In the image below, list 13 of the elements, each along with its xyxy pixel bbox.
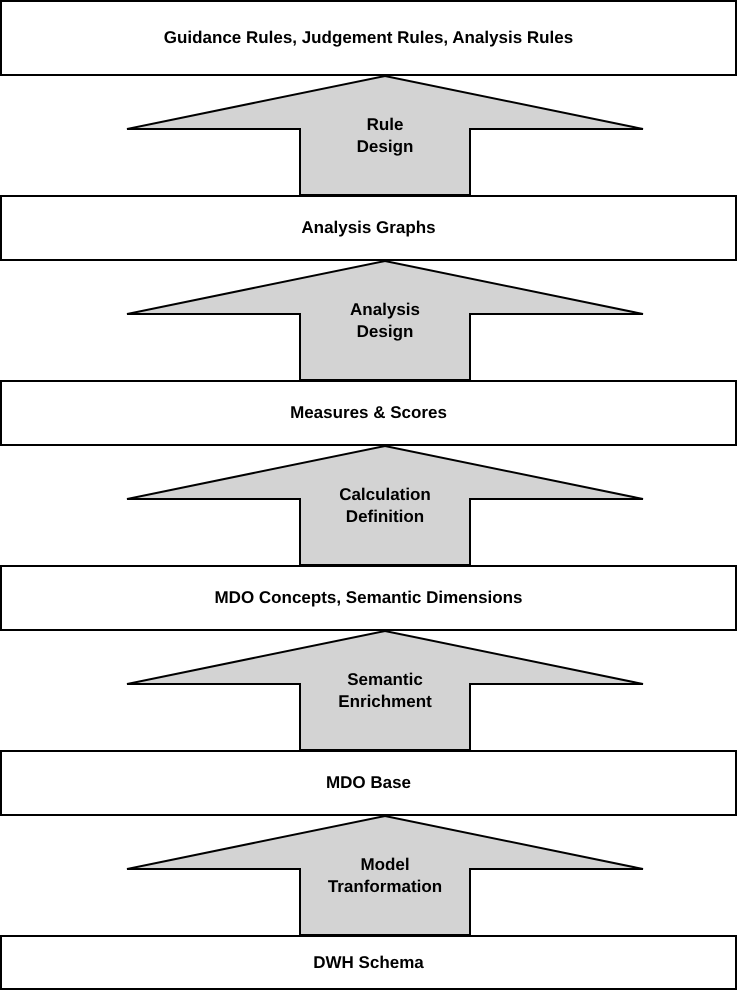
layer-label: Analysis Graphs <box>301 217 436 240</box>
layer-label: DWH Schema <box>313 952 424 974</box>
layer-box <box>0 195 737 261</box>
layer-box <box>0 565 737 631</box>
layer-box <box>0 750 737 816</box>
layer-label: MDO Concepts, Semantic Dimensions <box>214 587 522 610</box>
block-arrow <box>126 74 644 196</box>
layer-box <box>0 380 737 446</box>
layer-label: MDO Base <box>326 772 412 794</box>
layer-label: Measures & Scores <box>290 402 447 424</box>
layer-box <box>0 0 737 76</box>
layer-box <box>0 935 737 990</box>
layer-label: Guidance Rules, Judgement Rules, Analysis Rules <box>164 27 574 50</box>
